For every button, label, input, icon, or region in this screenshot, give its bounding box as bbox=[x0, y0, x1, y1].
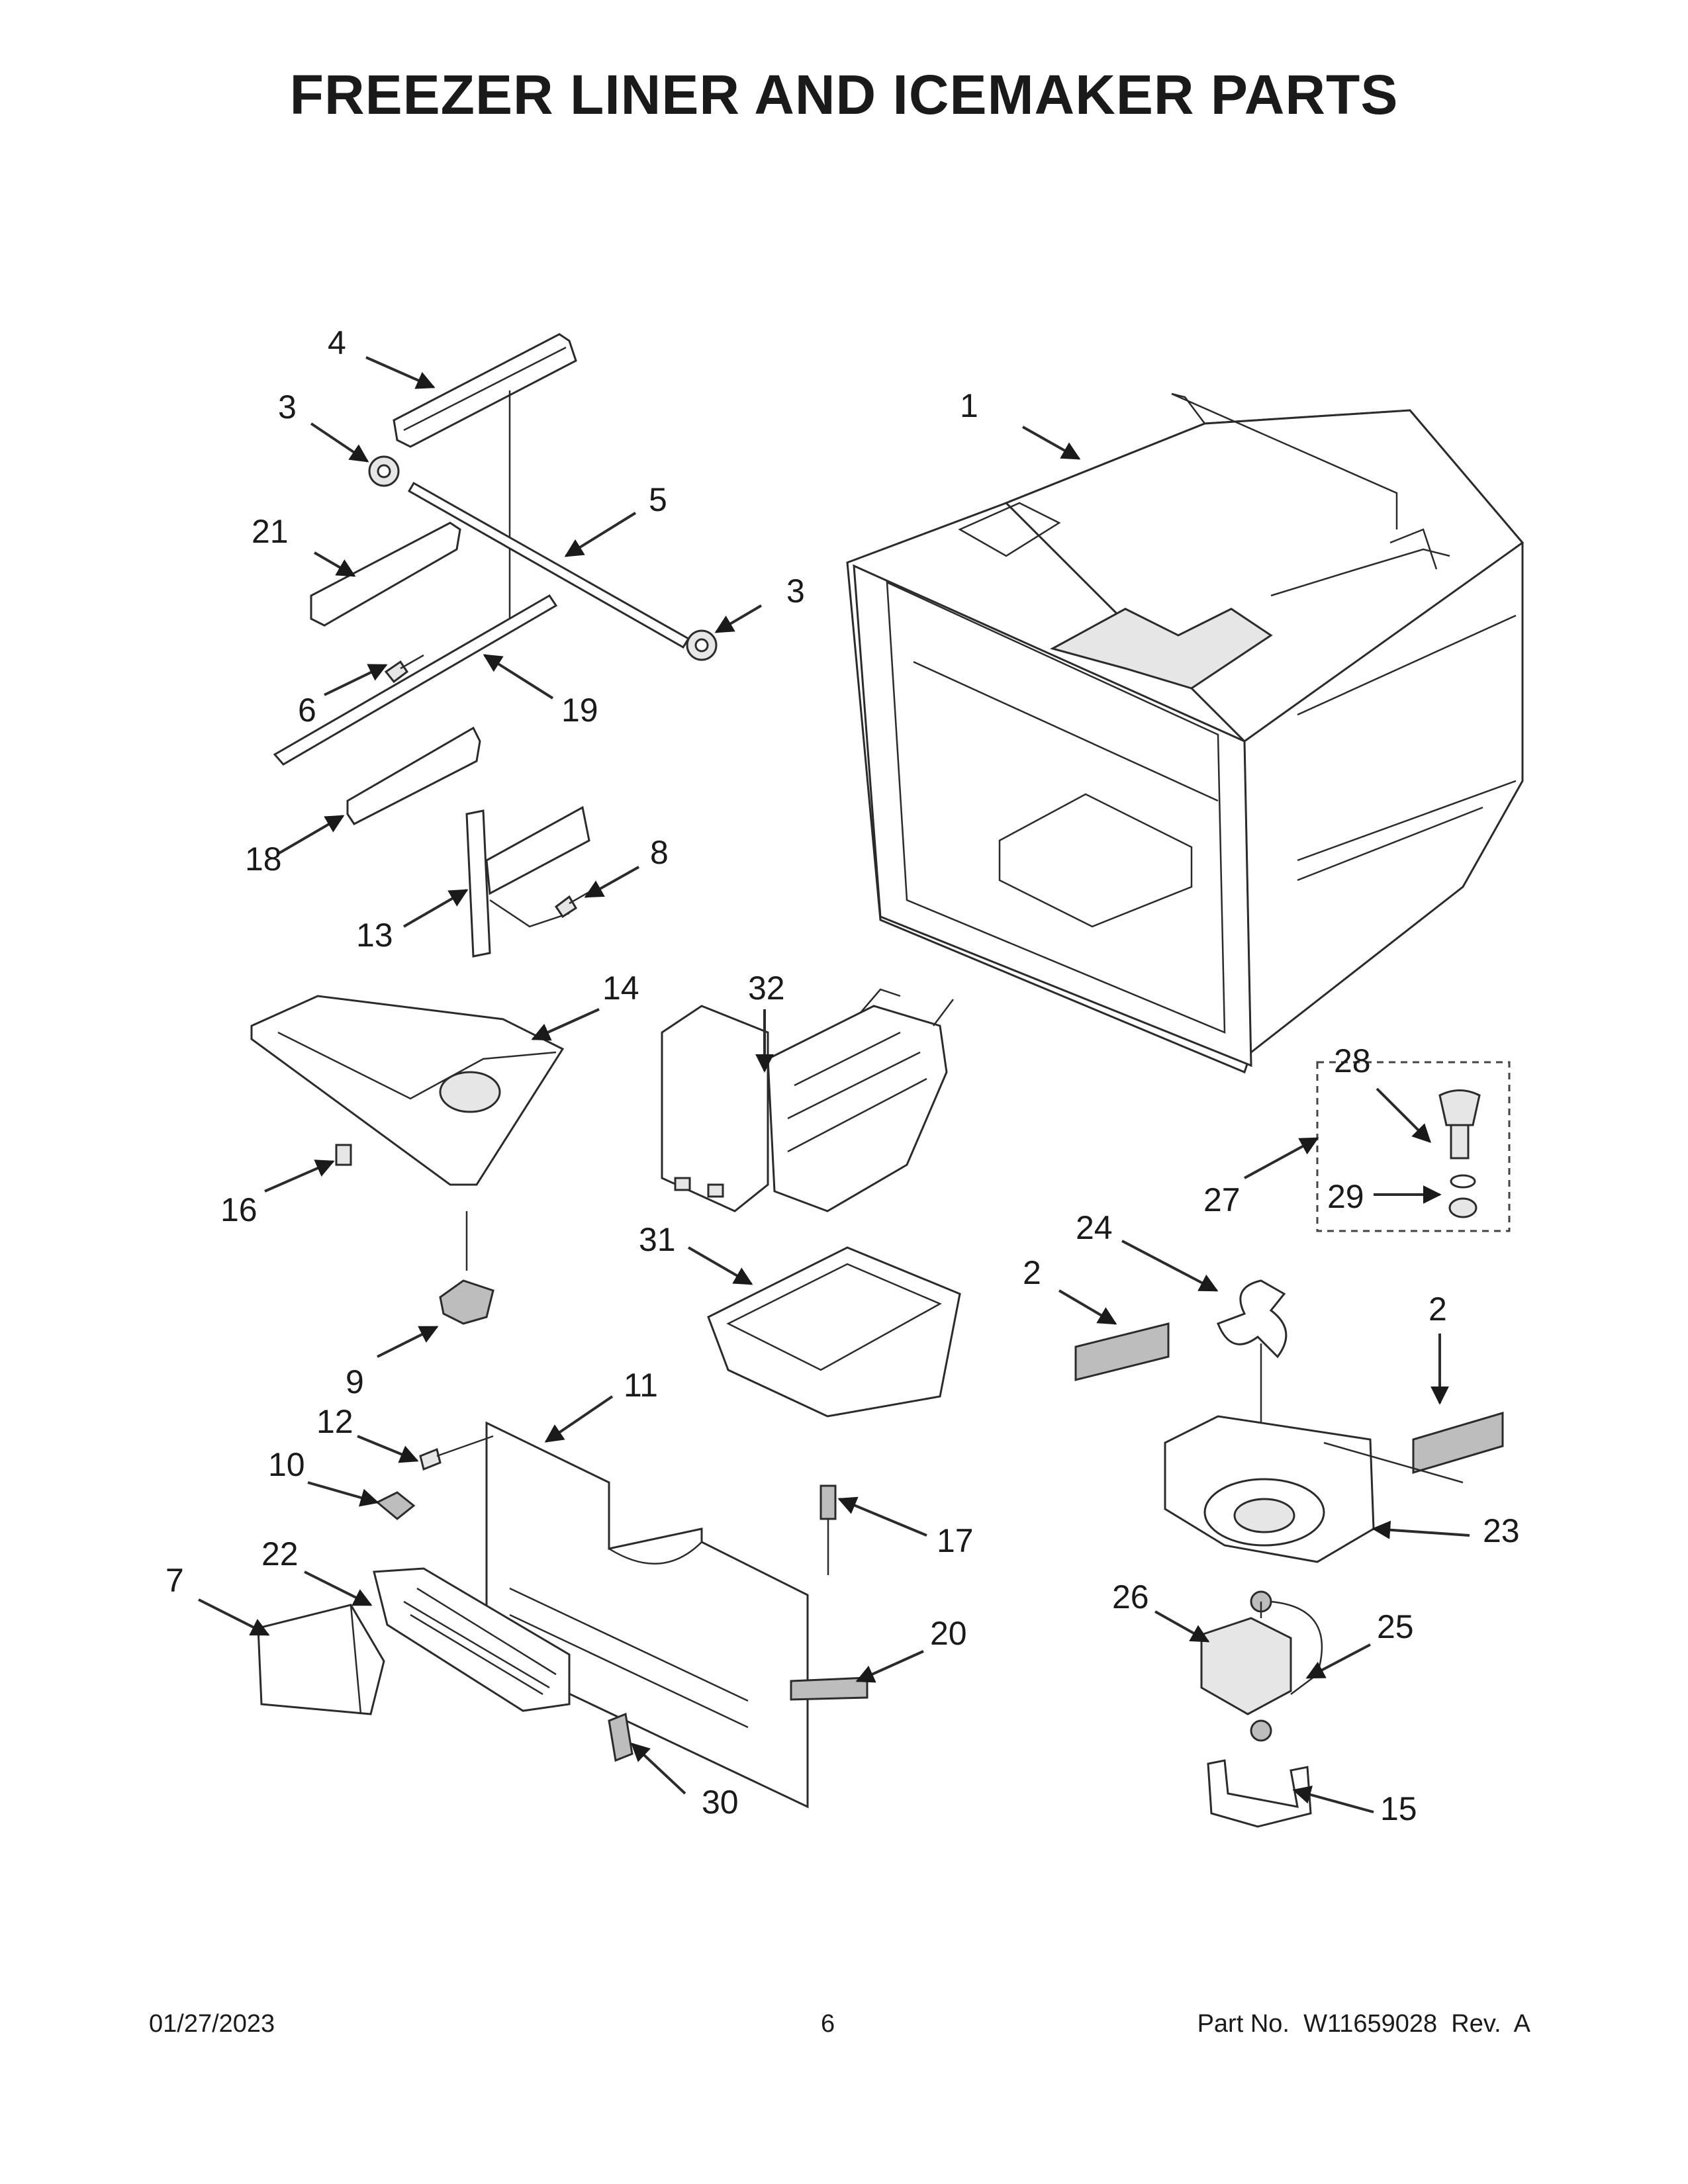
callout-19: 19 bbox=[561, 692, 598, 729]
callout-16: 16 bbox=[220, 1191, 258, 1228]
panel-part-11 bbox=[485, 1421, 809, 1809]
fan-shroud-part-23 bbox=[1164, 1415, 1464, 1563]
bracket-part-13 bbox=[465, 805, 590, 958]
callout-6: 6 bbox=[298, 692, 316, 729]
thermistor-part-17 bbox=[820, 1484, 837, 1575]
gear-part-3-lower bbox=[686, 629, 718, 661]
pad-part-2-left bbox=[1074, 1322, 1170, 1381]
o-ring-part-29 bbox=[1450, 1174, 1476, 1189]
valve-part-28 bbox=[1438, 1089, 1481, 1160]
rail-part-4 bbox=[393, 333, 577, 629]
callout-30: 30 bbox=[702, 1784, 739, 1821]
callout-3-upper: 3 bbox=[278, 388, 297, 426]
callout-27: 27 bbox=[1203, 1181, 1241, 1218]
slide-part-18 bbox=[346, 726, 481, 825]
screw-part-6 bbox=[384, 654, 424, 684]
callout-9: 9 bbox=[346, 1363, 364, 1400]
foam-strip-part-20 bbox=[790, 1676, 868, 1701]
callout-25: 25 bbox=[1377, 1608, 1414, 1645]
callout-15: 15 bbox=[1380, 1790, 1417, 1827]
callout-26: 26 bbox=[1112, 1578, 1149, 1615]
leader-lines bbox=[198, 356, 1470, 1813]
callout-12: 12 bbox=[316, 1403, 353, 1440]
callout-11: 11 bbox=[624, 1367, 658, 1404]
callout-10: 10 bbox=[268, 1446, 305, 1483]
nut-part-29 bbox=[1448, 1197, 1477, 1218]
footer-page-number: 6 bbox=[821, 2010, 835, 2038]
screw-part-8 bbox=[554, 889, 593, 919]
gear-part-3-upper bbox=[368, 455, 400, 487]
motor-bracket-part-15 bbox=[1207, 1759, 1312, 1828]
switch-part-16 bbox=[335, 1144, 352, 1166]
callout-23: 23 bbox=[1483, 1512, 1520, 1549]
callout-24: 24 bbox=[1076, 1209, 1113, 1246]
pad-part-2-right bbox=[1412, 1411, 1504, 1475]
footer-date: 01/27/2023 bbox=[149, 2010, 275, 2038]
cover-part-7 bbox=[257, 1604, 385, 1715]
slide-part-21 bbox=[310, 522, 461, 627]
callout-2-left: 2 bbox=[1023, 1254, 1041, 1291]
callout-labels: 1 2 2 3 3 4 5 6 7 8 9 10 11 12 13 14 15 … bbox=[165, 324, 1520, 1827]
callout-28: 28 bbox=[1334, 1042, 1371, 1079]
callout-32: 32 bbox=[748, 970, 785, 1007]
callout-29: 29 bbox=[1327, 1178, 1364, 1215]
callout-4: 4 bbox=[328, 324, 346, 361]
callout-2-right: 2 bbox=[1429, 1291, 1447, 1328]
callout-7: 7 bbox=[165, 1562, 184, 1599]
slide-rail-part-19 bbox=[273, 594, 558, 766]
knob-part-9 bbox=[439, 1211, 494, 1325]
grille-part-22 bbox=[373, 1567, 571, 1712]
callout-5: 5 bbox=[649, 481, 667, 518]
sensor-part-10 bbox=[375, 1491, 416, 1520]
page-title: FREEZER LINER AND ICEMAKER PARTS bbox=[289, 64, 1399, 126]
freezer-liner-part-1 bbox=[846, 392, 1524, 1074]
callout-8: 8 bbox=[650, 834, 669, 871]
callout-13: 13 bbox=[356, 917, 393, 954]
callout-18: 18 bbox=[245, 841, 282, 878]
icemaker-part-32 bbox=[661, 988, 954, 1212]
callout-14: 14 bbox=[602, 970, 639, 1007]
callout-17: 17 bbox=[937, 1522, 974, 1559]
ice-bin-part-31 bbox=[707, 1246, 961, 1418]
motor-part-25 bbox=[1200, 1600, 1323, 1715]
callout-21: 21 bbox=[252, 513, 289, 550]
callout-3-lower: 3 bbox=[786, 572, 805, 610]
housing-part-14 bbox=[250, 995, 565, 1186]
rod-part-5 bbox=[407, 481, 690, 649]
footer-part-number: Part No. W11659028 Rev. A bbox=[1197, 2010, 1530, 2038]
grommet-lower-part-26 bbox=[1250, 1719, 1272, 1742]
callout-1: 1 bbox=[960, 387, 978, 424]
callout-31: 31 bbox=[639, 1221, 676, 1258]
callout-22: 22 bbox=[261, 1535, 299, 1572]
callout-20: 20 bbox=[930, 1615, 967, 1652]
screw-part-12 bbox=[419, 1435, 494, 1471]
